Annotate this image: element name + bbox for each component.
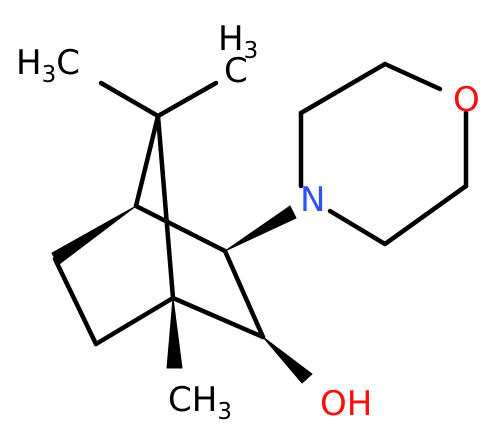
bond-cb-o bbox=[382, 61, 443, 92]
oxygen-atom-label: O bbox=[453, 80, 480, 120]
bond-c4-c3 bbox=[133, 203, 228, 254]
bond-cd-n bbox=[327, 208, 388, 247]
wedge-c3-nitrogen bbox=[224, 205, 297, 252]
wedge-c1-methyl bbox=[166, 297, 183, 369]
methyl-top-right-c-label: C bbox=[224, 51, 248, 91]
bond-c6-c1 bbox=[93, 295, 176, 347]
wedge-c4-c5 bbox=[51, 205, 137, 266]
bond-cc-cd bbox=[382, 183, 469, 247]
bond-c7-c1 bbox=[155, 113, 176, 301]
methyl-top-left-label: H3C bbox=[16, 43, 80, 88]
hydroxyl-label: OH bbox=[320, 384, 372, 424]
methyl-top-right-h-label: H3 bbox=[218, 19, 258, 64]
methyl-bottom-label: CH3 bbox=[168, 380, 232, 425]
bond-c7-c4 bbox=[133, 113, 161, 209]
wedge-c2-hydroxyl bbox=[262, 336, 313, 384]
bond-ca-cb bbox=[298, 61, 388, 116]
bond-c7-methyl-right bbox=[155, 80, 219, 119]
bond-c1-c2 bbox=[170, 295, 266, 340]
bond-c7-methyl-left bbox=[98, 80, 161, 119]
nitrogen-atom-label: N bbox=[300, 180, 325, 220]
bond-c5-c6 bbox=[52, 256, 99, 347]
bond-c2-c3 bbox=[222, 248, 266, 340]
